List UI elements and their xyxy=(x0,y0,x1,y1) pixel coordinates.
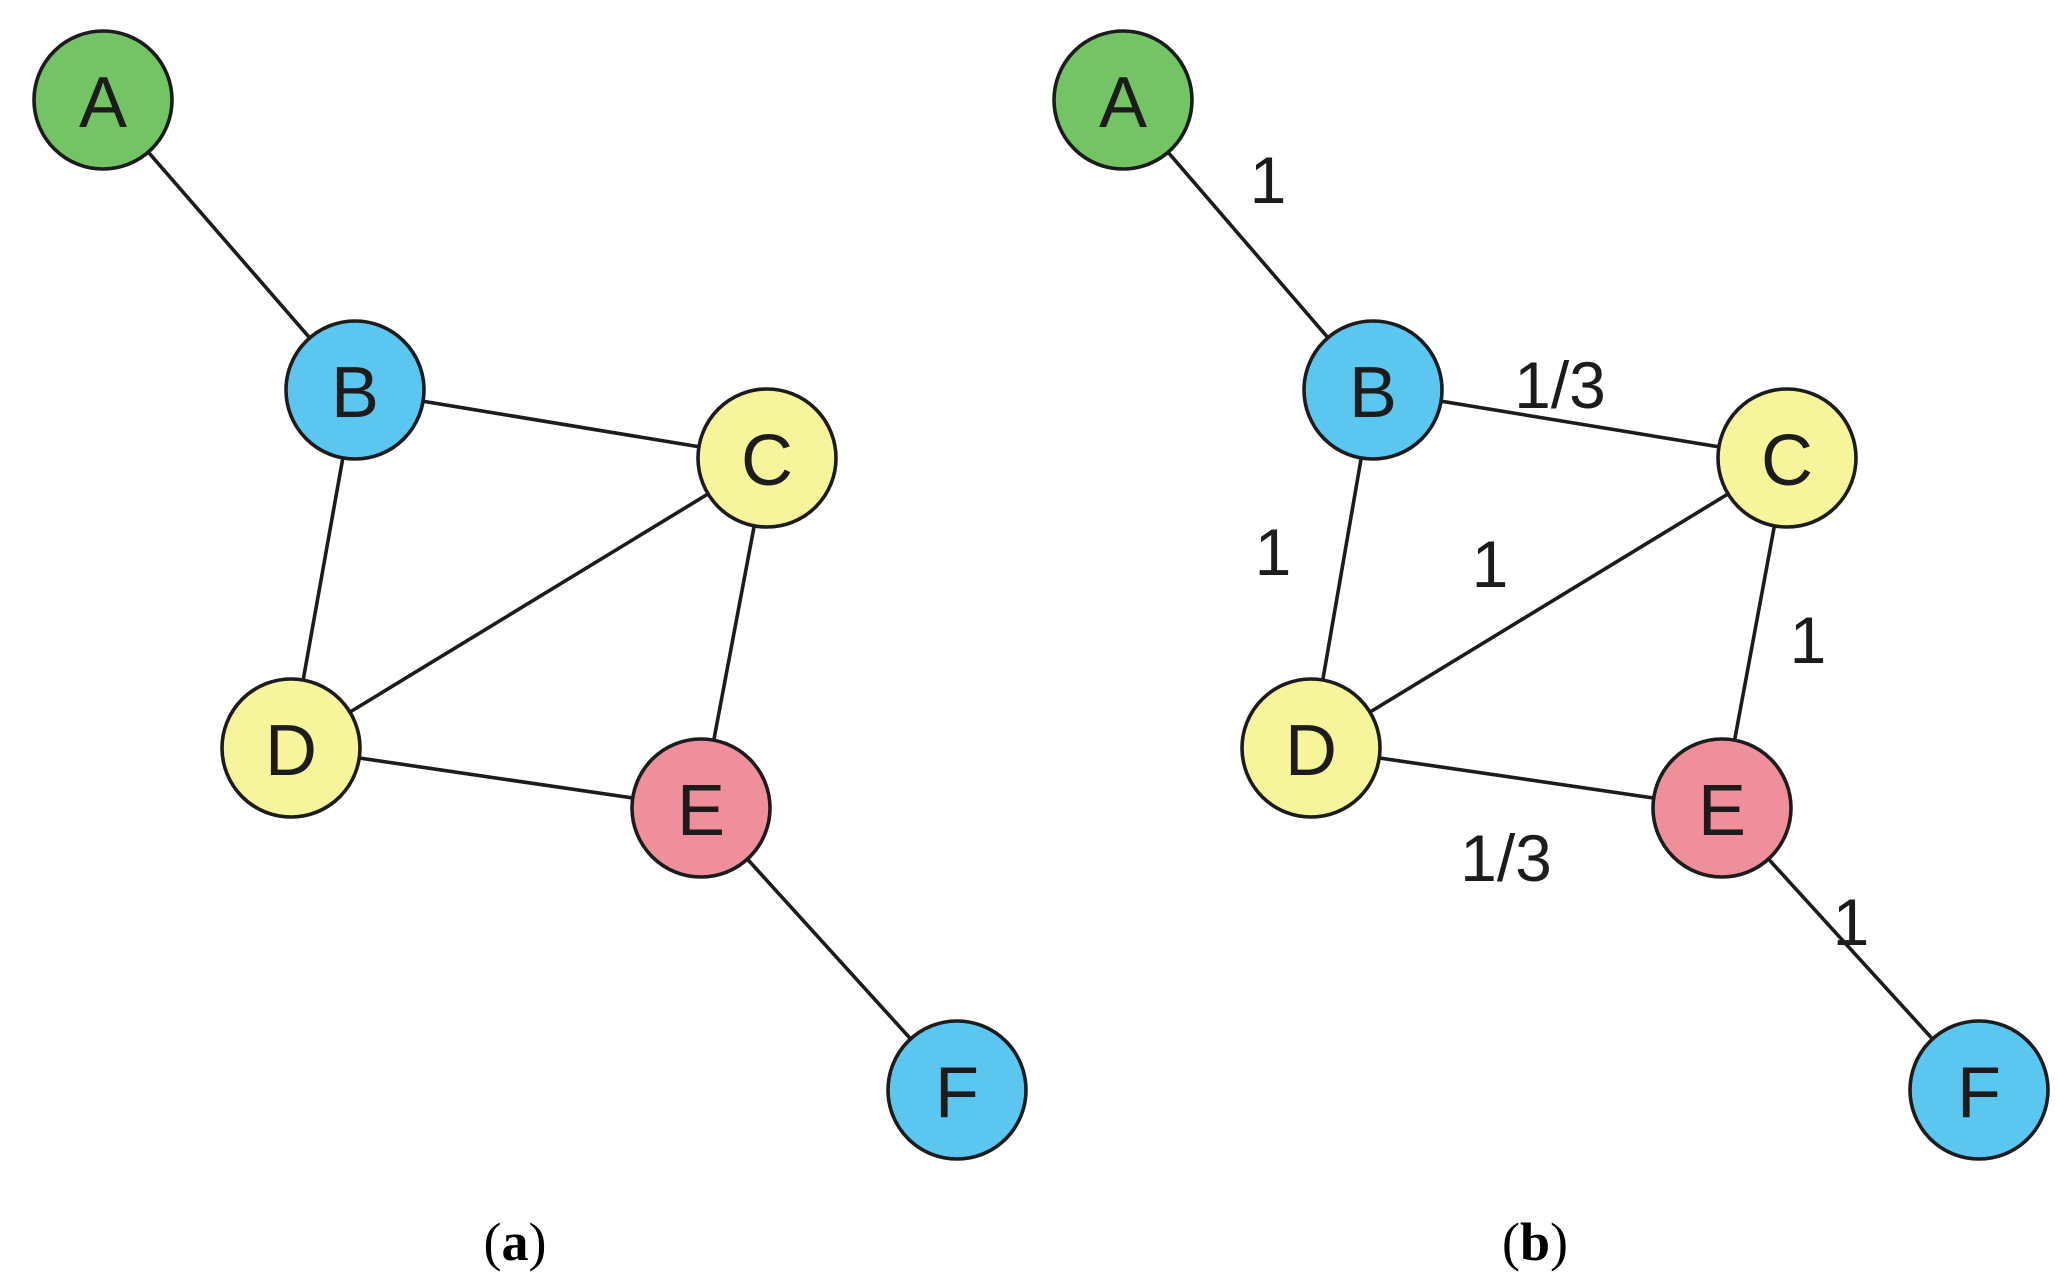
weight-label-c-e: 1 xyxy=(1790,603,1827,677)
node-circle-e xyxy=(630,737,772,879)
node-circle-e xyxy=(1651,737,1793,879)
node-circle-b xyxy=(1302,319,1444,461)
caption-panel-b: (b) xyxy=(1502,1212,1568,1272)
node-label-e: E xyxy=(677,771,725,851)
node-circle-d xyxy=(1240,677,1382,819)
node-b: B xyxy=(1302,319,1444,461)
node-label-a: A xyxy=(1099,63,1147,143)
node-label-f: F xyxy=(935,1053,979,1133)
edge-c-d xyxy=(290,456,768,750)
node-d: D xyxy=(220,677,362,819)
node-label-f: F xyxy=(1957,1053,2001,1133)
node-circle-f xyxy=(886,1019,1028,1161)
panel-a: A B C D E F xyxy=(32,29,1028,1161)
weight-label-c-d: 1 xyxy=(1472,527,1509,601)
node-label-b: B xyxy=(331,353,379,433)
node-circle-a xyxy=(32,29,174,171)
node-label-e: E xyxy=(1698,771,1746,851)
node-circle-d xyxy=(220,677,362,819)
node-circle-b xyxy=(284,319,426,461)
weight-label-b-d: 1 xyxy=(1255,515,1292,589)
node-c: C xyxy=(696,387,838,529)
node-f: F xyxy=(1908,1019,2050,1161)
node-circle-c xyxy=(696,387,838,529)
node-e: E xyxy=(1651,737,1793,879)
node-label-c: C xyxy=(1761,421,1813,501)
weight-label-d-e: 1/3 xyxy=(1460,821,1552,895)
edge-c-d xyxy=(1310,456,1788,750)
node-d: D xyxy=(1240,677,1382,819)
node-label-d: D xyxy=(1285,711,1337,791)
node-f: F xyxy=(886,1019,1028,1161)
node-circle-a xyxy=(1052,29,1194,171)
node-label-c: C xyxy=(741,421,793,501)
node-a: A xyxy=(32,29,174,171)
node-circle-f xyxy=(1908,1019,2050,1161)
node-label-a: A xyxy=(79,63,127,143)
node-label-d: D xyxy=(265,711,317,791)
caption-panel-a: (a) xyxy=(484,1212,547,1272)
weight-label-e-f: 1 xyxy=(1833,885,1870,959)
weight-label-b-c: 1/3 xyxy=(1514,348,1606,422)
panel-b: 1 1/3 1 1 1 1/3 1 A B C D E F xyxy=(1052,29,2050,1161)
node-circle-c xyxy=(1716,387,1858,529)
node-e: E xyxy=(630,737,772,879)
node-b: B xyxy=(284,319,426,461)
node-c: C xyxy=(1716,387,1858,529)
node-label-b: B xyxy=(1349,353,1397,433)
weight-label-a-b: 1 xyxy=(1250,143,1287,217)
node-a: A xyxy=(1052,29,1194,171)
